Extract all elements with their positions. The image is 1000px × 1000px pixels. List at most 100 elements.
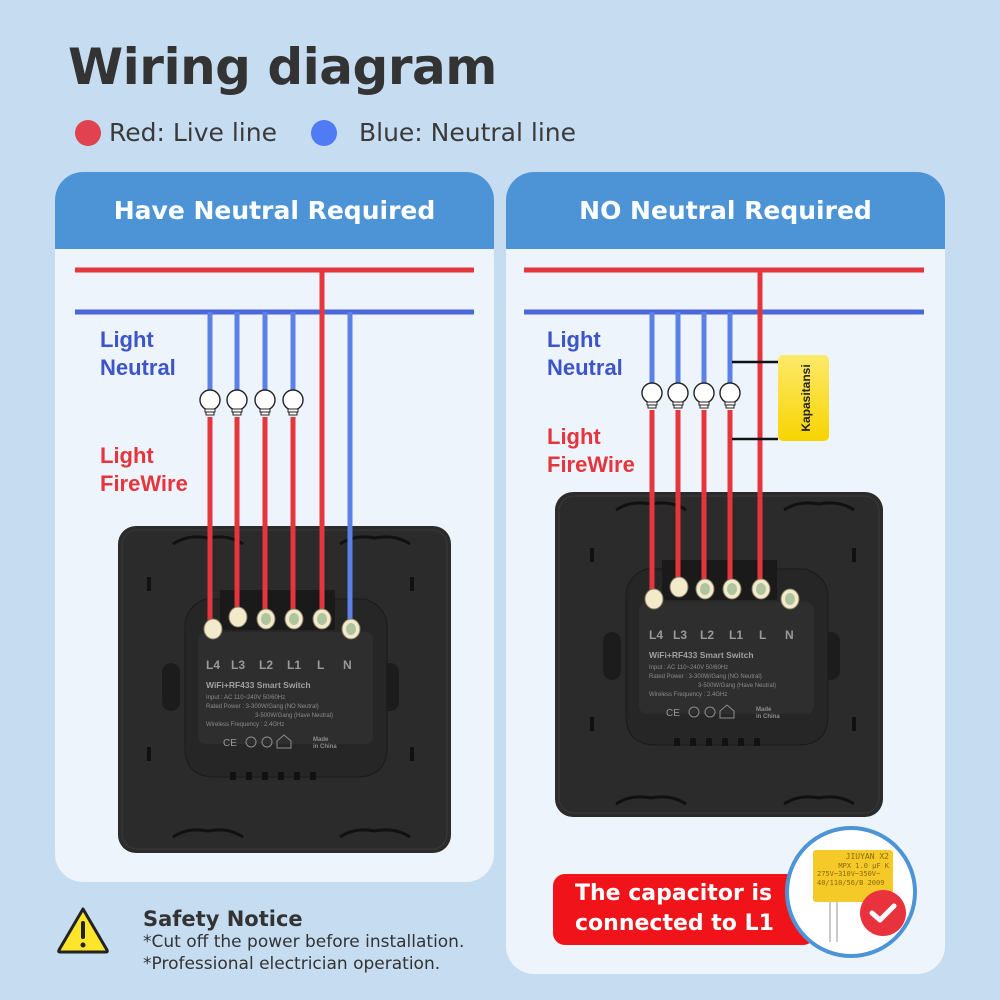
light-bulb-icon [199,389,221,416]
bulb-glass [226,389,248,411]
terminal-labels: L4 L3 L2 L1 L N [649,628,794,642]
bulb-base [205,411,215,416]
certification-icon [245,736,257,748]
capacitor-print-line: 40/110/56/B 2009 [817,878,885,887]
device-name: WiFi+RF433 Smart Switch [649,650,754,660]
device-rated-power-2: 3-500W/Gang (Have Neutral) [255,713,333,719]
bulb-glass [667,382,689,404]
legend-label-live: Red: Live line [109,118,277,147]
bulb-base [673,404,683,409]
bulb-glass [641,382,663,404]
light-neutral-label-2: Neutral [547,355,623,380]
certification-icon [688,706,700,718]
light-firewire-label-1: Light [547,424,601,449]
capacitor-print-line: MPX 1.0 μF K [838,861,889,870]
origin-line-1: Made [756,707,772,713]
home-icon [276,734,292,749]
screw-slot [756,583,766,595]
screw-slot [785,593,795,605]
terminal-screw-icon [669,576,689,598]
red-dot-icon [75,119,101,146]
screw-slot [289,613,299,625]
safety-title: Safety Notice [143,907,303,931]
device-label-text: WiFi+RF433 Smart Switch Input : AC 110~2… [649,650,780,720]
terminal-label-l: L [317,658,324,672]
wiring-diagram-have-neutral: L4 L3 L2 L1 L N WiFi+RF433 Smart Switch … [75,267,474,853]
terminal-label-l2: L2 [700,628,714,642]
light-neutral-label-1: Light [547,327,601,352]
capacitor-box [778,355,829,441]
capacitor-leg [829,902,831,942]
screw-slot [261,613,271,625]
panel-header: Have Neutral Required [55,172,494,249]
bulb-glass [693,382,715,404]
page-title: Wiring diagram [68,38,497,96]
light-bulb-icon [719,382,741,409]
bulb-base [260,411,270,416]
bulb-glass [254,389,276,411]
legend: Red: Live line Blue: Neutral line [75,118,610,147]
ce-mark-icon: CE [223,738,237,749]
capacitor-label: Kapasitansi [799,364,813,431]
safety-line: *Cut off the power before installation. [143,932,465,952]
blue-dot-icon [310,119,337,146]
terminal-labels: L4 L3 L2 L1 L N [206,658,352,672]
device-label-text: WiFi+RF433 Smart Switch Input : AC 110~2… [206,680,337,750]
terminal-label-l: L [759,628,766,642]
device-rated-power-1: Rated Power : 3-300W/Gang (NO Neutral) [649,674,762,680]
panel-header: NO Neutral Required [506,172,945,249]
bulb-base [232,411,242,416]
safety-line: *Professional electrician operation. [143,954,441,974]
bulb-base [288,411,298,416]
terminal-label-l3: L3 [673,628,687,642]
device-rated-power-2: 3-500W/Gang (Have Neutral) [698,683,776,689]
origin-line-2: in China [313,744,337,750]
panel-have-neutral: Have Neutral Required [55,172,494,882]
origin-line-2: in China [756,714,780,720]
device-input: Input : AC 110~240V 50/60Hz [649,665,728,671]
capacitor-leg [836,902,838,942]
ce-mark-icon: CE [666,708,680,719]
light-bulb-icon [254,389,276,416]
terminal-label-l4: L4 [649,628,663,642]
light-bulb-icon [282,389,304,416]
bulb-glass [282,389,304,411]
terminal-label-l4: L4 [206,658,220,672]
bulb-base [699,404,709,409]
device-rated-power-1: Rated Power : 3-300W/Gang (NO Neutral) [206,704,319,710]
recycle-icon [704,706,716,718]
capacitor-callout-line-1: The capacitor is [575,881,773,906]
wiring-diagram-no-neutral: Kapasitansi L4 L3 L2 L1 L N WiFi+RF433 S… [524,267,924,817]
panel-no-neutral: NO Neutral Required [506,172,945,974]
light-neutral-label-2: Neutral [100,355,176,380]
terminal-screw-icon [203,618,223,640]
screw-slot [317,613,327,625]
screw-slot [346,623,356,635]
capacitor-print-line: 275V~310V~350V~ [817,870,881,878]
light-firewire-label-1: Light [100,443,154,468]
light-firewire-label-2: FireWire [100,471,188,496]
safety-notice: Safety Notice *Cut off the power before … [55,905,464,975]
bulb-base [647,404,657,409]
terminal-label-l1: L1 [729,628,743,642]
light-neutral-label-1: Light [100,327,154,352]
light-bulb-icon [693,382,715,409]
capacitor-callout: The capacitor is connected to L1 [553,874,815,945]
light-bulb-icon [226,389,248,416]
recycle-icon [261,736,273,748]
capacitor-connection: Kapasitansi [732,355,829,441]
terminal-label-n: N [785,628,794,642]
checkmark-icon [860,890,906,936]
capacitor-print-line: JIUYAN X2 [845,852,889,861]
terminal-label-n: N [343,658,352,672]
screw-slot [727,583,737,595]
device-input: Input : AC 110~240V 50/60Hz [206,695,285,701]
device-wireless: Wireless Frequency : 2.4GHz [649,692,727,698]
light-bulb-icon [667,382,689,409]
terminal-screw-icon [228,606,248,628]
legend-item-neutral: Blue: Neutral line [310,118,576,147]
switch-back-plate [555,492,883,817]
device-name: WiFi+RF433 Smart Switch [206,680,311,690]
light-firewire-label-2: FireWire [547,452,635,477]
terminal-label-l2: L2 [259,658,273,672]
